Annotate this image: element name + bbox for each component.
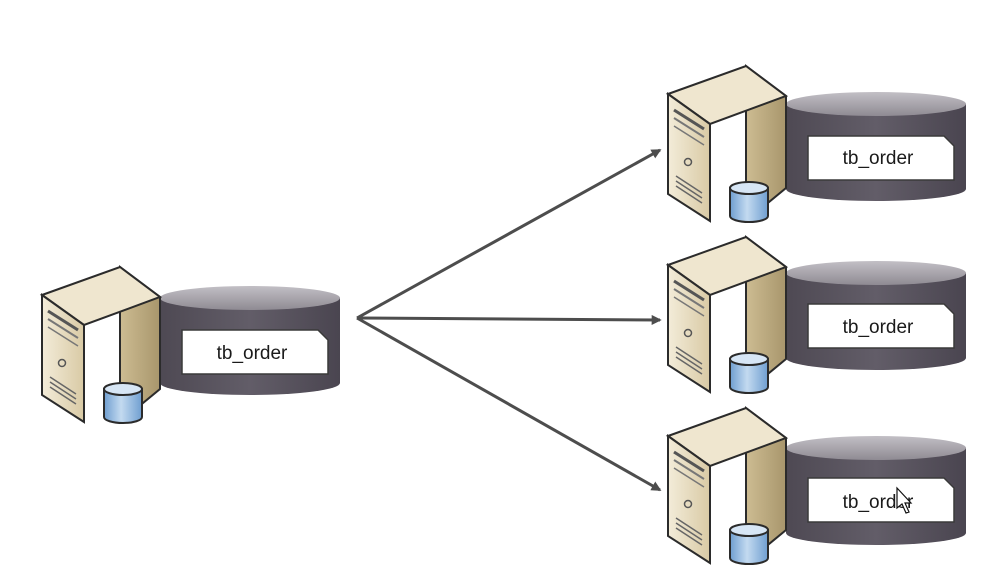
source-node: tb_order xyxy=(40,265,340,425)
arrow-to-shard-2 xyxy=(356,314,662,325)
database-server-icon xyxy=(666,64,788,224)
target-3-table-label: tb_order xyxy=(843,492,914,513)
target-node-2: tb_order xyxy=(666,235,966,395)
target-node-1: tb_order xyxy=(666,64,966,224)
arrow-to-shard-3 xyxy=(356,316,662,492)
arrow-to-shard-1 xyxy=(356,148,662,320)
database-server-icon xyxy=(666,406,788,566)
database-server-icon xyxy=(666,235,788,395)
target-node-3: tb_order xyxy=(666,406,966,566)
target-1-table-label: tb_order xyxy=(843,148,914,169)
source-table-label: tb_order xyxy=(217,343,288,364)
target-2-table-label: tb_order xyxy=(843,317,914,338)
mouse-cursor-icon xyxy=(896,486,913,514)
database-server-icon xyxy=(40,265,162,425)
arrows xyxy=(356,148,662,492)
